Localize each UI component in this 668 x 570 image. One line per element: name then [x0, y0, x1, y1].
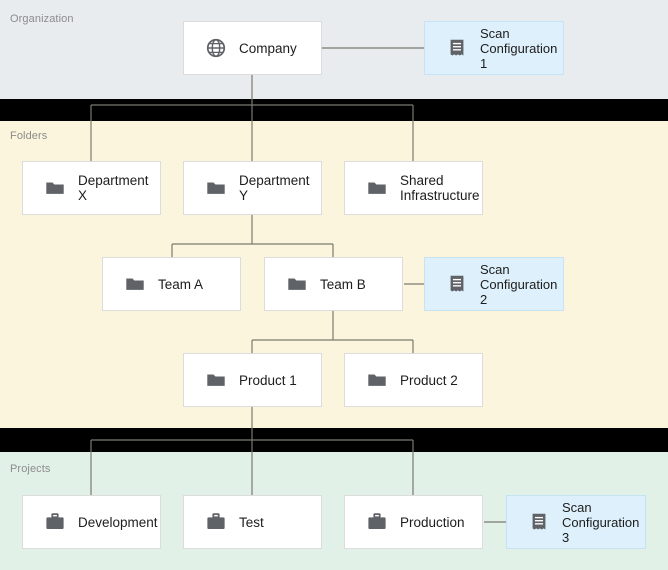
node-product-1[interactable]: Product 1 [183, 353, 322, 407]
node-team-a[interactable]: Team A [102, 257, 241, 311]
briefcase-icon [368, 513, 386, 529]
folder-icon [46, 182, 64, 194]
node-label: Team B [320, 276, 366, 292]
node-label: Development [78, 514, 158, 530]
node-company[interactable]: Company [183, 21, 322, 75]
receipt-icon [450, 39, 464, 56]
node-label: Scan Configuration 3 [562, 499, 640, 545]
node-label: Production [400, 514, 465, 530]
folder-icon [368, 374, 386, 386]
node-development[interactable]: Development [22, 495, 161, 549]
node-shared-infrastructure[interactable]: Shared Infrastructure [344, 161, 483, 215]
node-label: Department X [78, 173, 149, 203]
band-organization [0, 0, 668, 99]
receipt-icon [450, 275, 464, 292]
node-department-y[interactable]: Department Y [183, 161, 322, 215]
receipt-icon [532, 513, 546, 530]
node-test[interactable]: Test [183, 495, 322, 549]
node-product-2[interactable]: Product 2 [344, 353, 483, 407]
node-label: Company [239, 40, 297, 56]
node-label: Department Y [239, 173, 310, 203]
folder-icon [207, 374, 225, 386]
band-label-folders: Folders [10, 130, 48, 142]
node-team-b[interactable]: Team B [264, 257, 403, 311]
band-separator-2 [0, 428, 668, 452]
briefcase-icon [46, 513, 64, 529]
band-label-organization: Organization [10, 13, 74, 25]
node-scan-config-2[interactable]: Scan Configuration 2 [424, 257, 564, 311]
node-label: Test [239, 514, 264, 530]
node-label: Product 1 [239, 372, 297, 388]
folder-icon [126, 278, 144, 290]
folder-icon [368, 182, 386, 194]
node-scan-config-1[interactable]: Scan Configuration 1 [424, 21, 564, 75]
node-scan-config-3[interactable]: Scan Configuration 3 [506, 495, 646, 549]
node-label: Team A [158, 276, 204, 292]
node-label: Scan Configuration 2 [480, 261, 558, 307]
node-label: Shared Infrastructure [400, 173, 480, 203]
briefcase-icon [207, 513, 225, 529]
globe-icon [206, 38, 226, 58]
folder-icon [207, 182, 225, 194]
node-production[interactable]: Production [344, 495, 483, 549]
node-department-x[interactable]: Department X [22, 161, 161, 215]
node-label: Scan Configuration 1 [480, 25, 558, 71]
folder-icon [288, 278, 306, 290]
band-separator-1 [0, 99, 668, 121]
node-label: Product 2 [400, 372, 458, 388]
band-label-projects: Projects [10, 463, 51, 475]
